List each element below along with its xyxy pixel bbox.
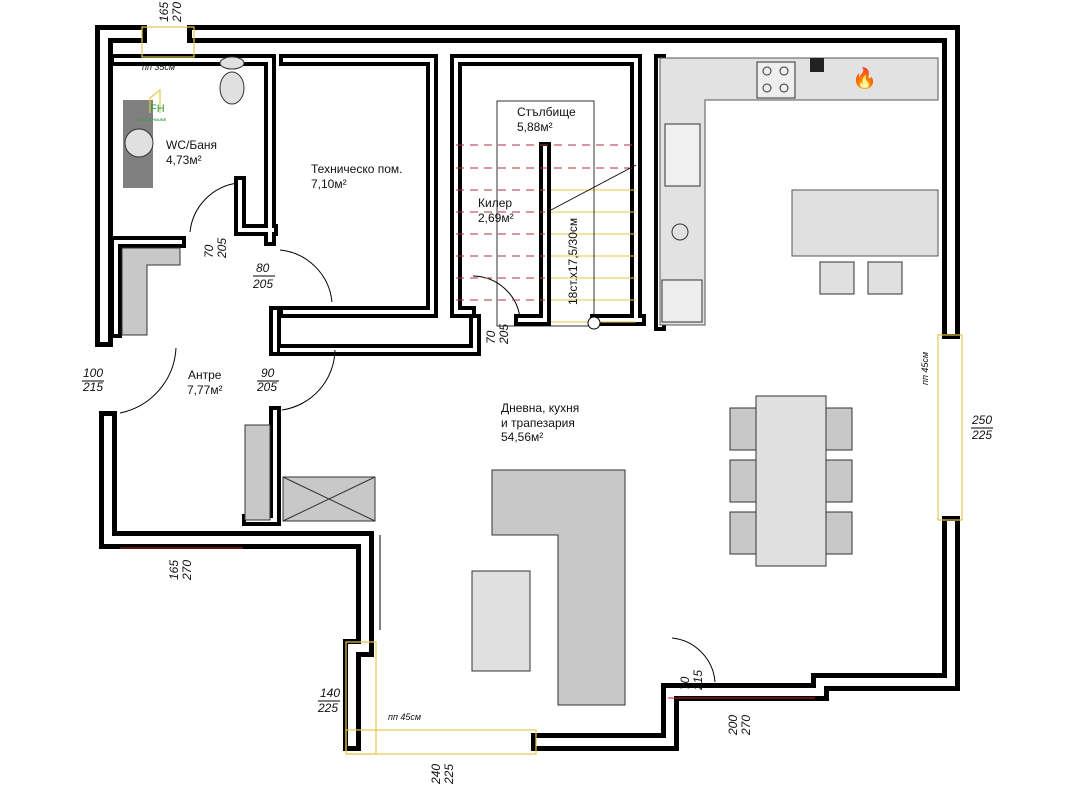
stair-arrow [550, 164, 637, 211]
sill-notes: пп 35см пп 45см пп 45см [142, 62, 930, 722]
svg-text:80: 80 [256, 261, 270, 275]
staircase [456, 144, 636, 301]
dishwasher-icon [671, 223, 689, 241]
room-name-antre: Антре [188, 368, 222, 382]
stair-treads [551, 189, 636, 323]
svg-text:FH: FH [150, 103, 165, 115]
svg-text:225: 225 [442, 764, 456, 785]
svg-text:165: 165 [157, 2, 171, 22]
room-name-bath: WC/Баня [166, 138, 217, 152]
dining-set [729, 395, 853, 567]
window-living-right [937, 334, 963, 521]
windows [120, 26, 963, 755]
room-name-stairs: Стълбище [517, 105, 576, 119]
sink-icon [124, 128, 154, 158]
room-name-technical: Техническо пом. [311, 162, 402, 176]
cooktop-icon [756, 61, 796, 99]
svg-text:240: 240 [429, 764, 443, 785]
room-area-technical: 7,10м² [311, 177, 347, 191]
door-technical[interactable] [279, 249, 333, 303]
svg-text:270: 270 [170, 2, 184, 23]
toilet-icon [219, 71, 245, 105]
bar-stool [819, 261, 855, 295]
svg-text:215: 215 [82, 380, 103, 394]
room-area-bath: 4,73м² [166, 153, 202, 167]
svg-text:225: 225 [971, 428, 992, 442]
kitchen: 🔥 [659, 57, 939, 326]
svg-text:200: 200 [726, 715, 740, 736]
svg-text:70: 70 [202, 244, 216, 258]
room-name-pantry: Килер [478, 196, 512, 210]
svg-text:215: 215 [691, 670, 705, 691]
room-area-antre: 7,77м² [187, 383, 223, 397]
room-name-living-2: и трапезария [501, 416, 575, 430]
svg-text:270: 270 [180, 560, 194, 581]
room-name-living: Дневна, кухня [501, 401, 579, 415]
stair-start-marker [587, 316, 601, 330]
kitchen-island [791, 189, 939, 257]
door-terrace[interactable] [671, 637, 716, 683]
svg-text:90: 90 [261, 366, 275, 380]
svg-text:70: 70 [484, 330, 498, 344]
doors [119, 182, 716, 683]
fridge-icon [661, 279, 703, 323]
svg-text:205: 205 [215, 238, 229, 259]
door-bath[interactable] [189, 182, 239, 233]
svg-text:225: 225 [317, 701, 338, 715]
svg-text:пп 45см: пп 45см [920, 352, 930, 385]
svg-text:205: 205 [256, 380, 277, 394]
bathroom-fixtures [123, 56, 245, 188]
svg-text:пп 35см: пп 35см [142, 62, 175, 72]
svg-text:FLAT & HOUSE: FLAT & HOUSE [137, 117, 167, 122]
svg-text:165: 165 [167, 560, 181, 580]
sofa [471, 469, 626, 706]
window-living-bottom [345, 729, 537, 755]
bar-stool [867, 261, 903, 295]
stair-note: 18ст.x17,5/30см [566, 218, 580, 305]
door-antre[interactable] [281, 349, 336, 411]
svg-text:250: 250 [971, 413, 992, 427]
room-area-living: 54,56м² [501, 430, 543, 444]
coffee-table [471, 570, 531, 672]
door-entrance[interactable] [119, 347, 177, 414]
svg-text:пп 45см: пп 45см [388, 712, 421, 722]
room-area-pantry: 2,69м² [478, 211, 514, 225]
svg-text:270: 270 [739, 715, 753, 736]
brand-logo: FH FLAT & HOUSE [137, 88, 167, 122]
fire-icon: 🔥 [852, 66, 877, 90]
svg-text:70: 70 [678, 676, 692, 690]
door-pantry[interactable] [472, 275, 521, 319]
kitchen-sink-icon [664, 123, 701, 187]
window-bath [141, 26, 195, 58]
svg-text:140: 140 [320, 686, 340, 700]
hood-icon [810, 58, 824, 72]
stair-outline [496, 100, 595, 327]
dining-table [755, 395, 827, 567]
entry-cabinet [244, 424, 271, 521]
wardrobe [121, 247, 181, 336]
toilet-tank-icon [219, 56, 245, 70]
room-area-stairs: 5,88м² [517, 120, 553, 134]
svg-text:100: 100 [83, 366, 103, 380]
room-labels: WC/Баня 4,73м² Техническо пом. 7,10м² Ст… [166, 105, 580, 444]
fireplace [282, 476, 376, 522]
exterior-walls [95, 25, 960, 751]
svg-text:205: 205 [497, 324, 511, 345]
svg-text:205: 205 [252, 277, 273, 291]
